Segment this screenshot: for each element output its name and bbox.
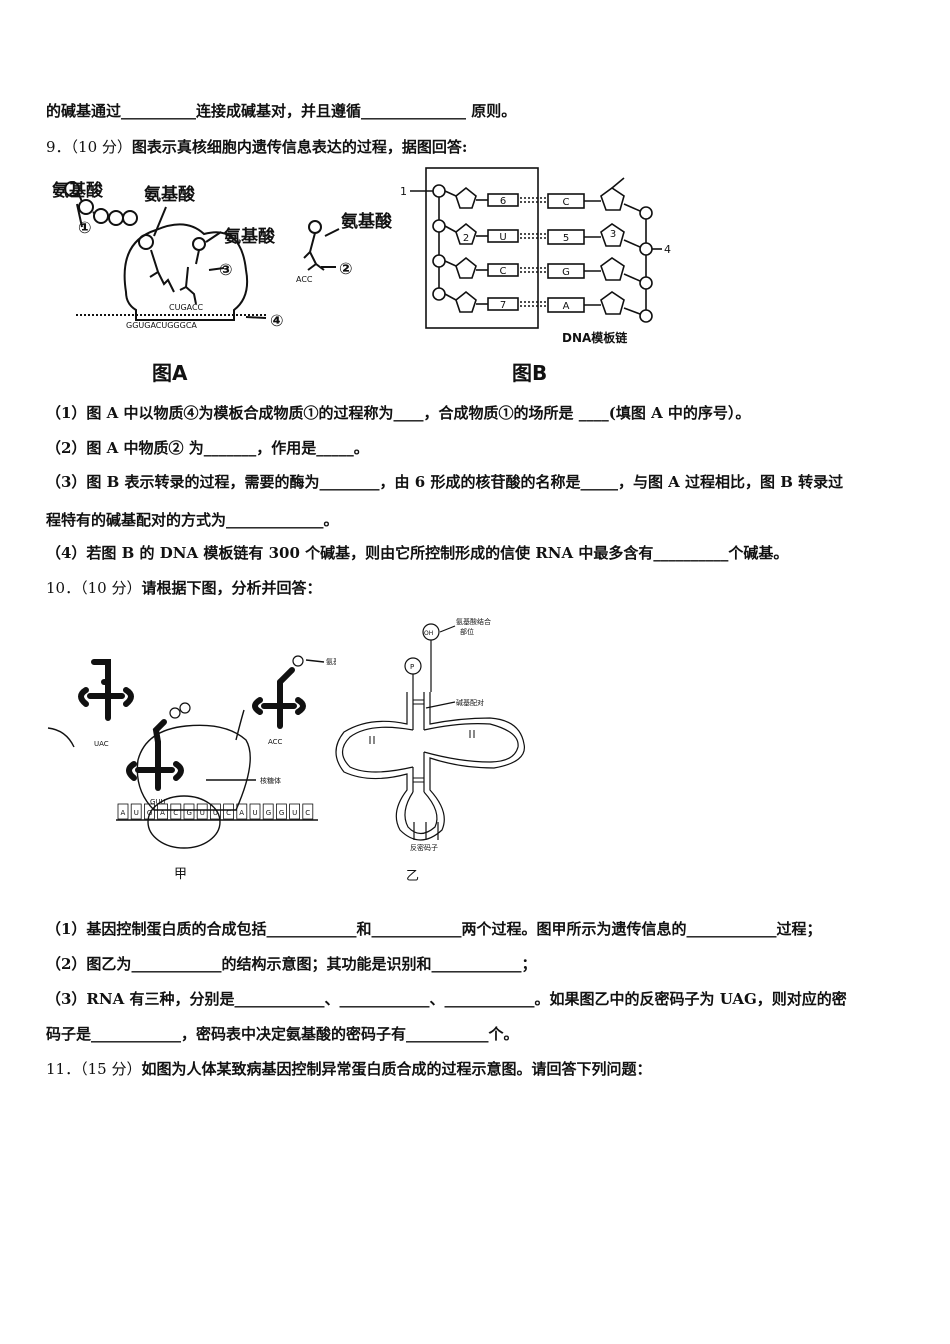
mrna-base-label: C	[173, 809, 178, 817]
mrna-base-box	[209, 803, 221, 820]
question-10-part-1: （1）基因控制蛋白质的合成包括____________和____________…	[46, 920, 822, 938]
figb-number-1: 1	[400, 185, 407, 198]
mrna-base-label: A	[160, 809, 165, 817]
mrna-base-box	[223, 803, 235, 820]
mrna-base-label: G	[266, 809, 271, 817]
jia-caption: 甲	[174, 867, 187, 882]
mrna-base-label: A	[121, 809, 126, 817]
figa-mrna-text: GGUGACUGGGCA	[126, 321, 197, 330]
mrna-base-label: C	[226, 809, 231, 817]
figa-label-aa1: 氨基酸	[52, 180, 104, 201]
yi-label-pairing: 碱基配对	[456, 698, 484, 707]
question-9-part-4: （4）若图 B 的 DNA 模板链有 300 个碱基，则由它所控制形成的信使 R…	[46, 544, 789, 562]
figa-acc-text: ACC	[296, 275, 313, 284]
mrna-base-label: C	[305, 809, 310, 817]
mrna-base-box	[289, 803, 301, 820]
jia-label-aa: 氨基酸	[326, 657, 336, 666]
mrna-base-label: U	[200, 809, 205, 817]
question-10-part-3b: 码子是____________，密码表中决定氨基酸的密码子有__________…	[46, 1025, 519, 1043]
mrna-base-label: U	[253, 809, 258, 817]
mrna-base-box	[157, 803, 168, 820]
mrna-base-label: U	[292, 809, 297, 817]
mrna-base-label: G	[187, 809, 192, 817]
figure-a: 氨基酸 氨基酸 氨基酸 氨基酸 ① ③ ② ④ CUGACC GGUGACUGG…	[52, 180, 393, 385]
answer-line-previous: 的碱基通过__________连接成碱基对，并且遵循______________…	[46, 102, 517, 120]
question-10-heading: 10．（10 分）请根据下图，分析并回答：	[46, 578, 321, 598]
figure-yi: 氨基酸结合 部位 OH P 碱基配对 反密码子 乙	[335, 617, 526, 884]
mrna-base-box	[130, 803, 142, 820]
question-9-text: 图表示真核细胞内遗传信息表达的过程，据图回答:	[131, 138, 468, 156]
figb-number-3: 3	[610, 229, 616, 240]
question-9-part-2: （2）图 A 中物质② 为_______，作用是_____。	[46, 439, 369, 457]
mrna-base-box	[196, 803, 208, 820]
question-9-number: 9．（10 分）	[46, 138, 132, 156]
figb-rbase-g: G	[562, 267, 570, 278]
yi-p: P	[410, 663, 414, 671]
question-10-number: 10．（10 分）	[46, 579, 142, 597]
yi-caption: 乙	[406, 869, 419, 884]
figa-number-4: ④	[270, 311, 284, 330]
figb-caption: 图B	[512, 361, 547, 385]
figa-number-1: ①	[78, 218, 92, 237]
figa-caption: 图A	[152, 361, 188, 385]
mrna-base-box	[117, 803, 129, 820]
question-10-part-2: （2）图乙为____________的结构示意图；其功能是识别和________…	[46, 955, 537, 973]
figa-number-2: ②	[339, 259, 353, 278]
mrna-base-box	[249, 803, 261, 820]
question-9-heading: 9．（10 分）图表示真核细胞内遗传信息表达的过程，据图回答:	[46, 137, 467, 157]
figb-number-4: 4	[664, 243, 671, 256]
figa-label-aa4: 氨基酸	[341, 211, 393, 232]
mrna-base-label: A	[239, 809, 244, 817]
figa-number-3: ③	[219, 260, 233, 279]
jia-anticodon-guu: GUU	[150, 798, 166, 806]
figb-base-c: C	[500, 266, 507, 277]
yi-label-site: 氨基酸结合	[456, 617, 491, 626]
figb-base-6: 6	[500, 196, 506, 207]
mrna-base-box	[170, 803, 182, 820]
figa-anticodon-text: CUGACC	[169, 303, 204, 312]
question-9-part-3a: （3）图 B 表示转录的过程，需要的酶为________，由 6 形成的核苷酸的…	[46, 473, 844, 491]
yi-label-anticodon: 反密码子	[410, 843, 438, 852]
mrna-base-box	[262, 803, 274, 820]
question-10-text: 请根据下图，分析并回答：	[141, 579, 322, 597]
mrna-base-label: G	[147, 809, 152, 817]
jia-anticodon-acc: ACC	[268, 738, 283, 746]
yi-oh: OH	[424, 630, 433, 637]
mrna-base-label: U	[213, 809, 218, 817]
jia-anticodon-uac: UAC	[94, 740, 109, 748]
question-11-text: 如图为人体某致病基因控制异常蛋白质合成的过程示意图。请回答下列问题：	[141, 1060, 652, 1078]
figb-base-u: U	[499, 232, 506, 243]
jia-label-ribosome: 核糖体	[260, 776, 281, 785]
figb-rbase-5: 5	[563, 233, 569, 244]
figb-dna-label: DNA模板链	[562, 330, 628, 345]
figure-b: 6 U C 7 C 5 G A 2 3 1 4 DNA模板链 图B	[400, 167, 671, 385]
figb-rbase-c: C	[563, 197, 570, 208]
figb-rbase-a: A	[563, 301, 570, 312]
question-11-number: 11．（15 分）	[46, 1060, 142, 1078]
figb-number-2: 2	[463, 233, 469, 244]
question-10-part-3a: （3）RNA 有三种，分别是____________、____________、…	[46, 990, 847, 1008]
mrna-base-label: U	[134, 809, 139, 817]
mrna-base-box	[302, 803, 314, 820]
mrna-base-box	[183, 803, 195, 820]
question-9-part-3b: 程特有的碱基配对的方式为_____________。	[46, 511, 339, 529]
mrna-base-box	[275, 803, 287, 820]
figa-label-aa3: 氨基酸	[224, 226, 276, 247]
mrna-base-box	[236, 803, 248, 820]
figa-label-aa2: 氨基酸	[144, 184, 196, 205]
mrna-base-label: G	[279, 809, 284, 817]
figb-base-7: 7	[500, 300, 506, 311]
yi-label-site2: 部位	[460, 627, 474, 636]
question-11-heading: 11．（15 分）如图为人体某致病基因控制异常蛋白质合成的过程示意图。请回答下列…	[46, 1059, 651, 1079]
question-9-part-1: （1）图 A 中以物质④为模板合成物质①的过程称为____，合成物质①的场所是 …	[46, 404, 751, 422]
mrna-base-box	[144, 803, 155, 820]
